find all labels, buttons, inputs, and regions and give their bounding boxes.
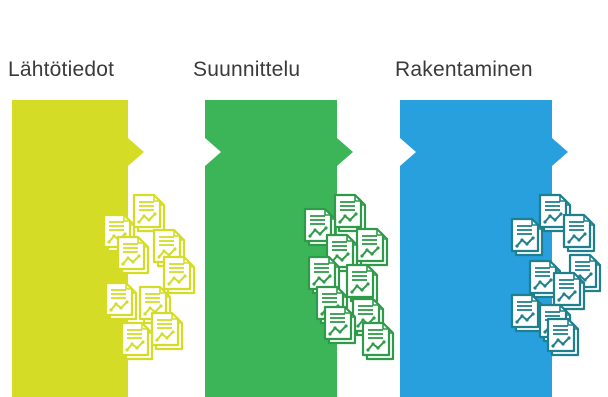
chart-document-icon [116, 235, 146, 271]
chart-document-icon [562, 213, 592, 249]
chart-document-icon [552, 271, 582, 307]
chart-document-icon [104, 281, 134, 317]
stage-label-suunnittelu: Suunnittelu [193, 58, 301, 81]
chart-document-icon [162, 255, 192, 291]
chart-document-icon [538, 193, 568, 229]
stage-label-lahtotiedot: Lähtötiedot [8, 58, 115, 81]
chart-document-icon [132, 193, 162, 229]
stage-arrow-lahtotiedot [12, 100, 144, 397]
chart-document-icon [510, 217, 540, 253]
chart-document-icon [307, 255, 337, 291]
stage-arrow-suunnittelu [205, 100, 353, 397]
chart-document-icon [345, 263, 375, 299]
stage-arrow-shape [12, 100, 144, 397]
chart-document-icon [323, 305, 353, 341]
document-stack-rakentaminen [510, 193, 602, 357]
chart-document-icon [152, 228, 182, 264]
chart-document-icon [150, 311, 180, 347]
chart-document-icon [120, 321, 150, 357]
stage-label-rakentaminen: Rakentaminen [395, 58, 533, 81]
chart-document-icon [325, 233, 355, 269]
chart-document-icon [303, 207, 333, 243]
chart-document-icon [528, 259, 558, 295]
chart-document-icon [510, 293, 540, 329]
document-stack-lahtotiedot [102, 193, 196, 361]
chart-document-icon [546, 317, 576, 353]
chart-document-icon [333, 193, 363, 229]
chart-document-icon [355, 227, 385, 263]
chart-document-icon [138, 285, 168, 321]
stage-arrow-shape [205, 100, 353, 397]
document-stack-suunnittelu [303, 193, 395, 361]
chart-document-icon [361, 321, 391, 357]
